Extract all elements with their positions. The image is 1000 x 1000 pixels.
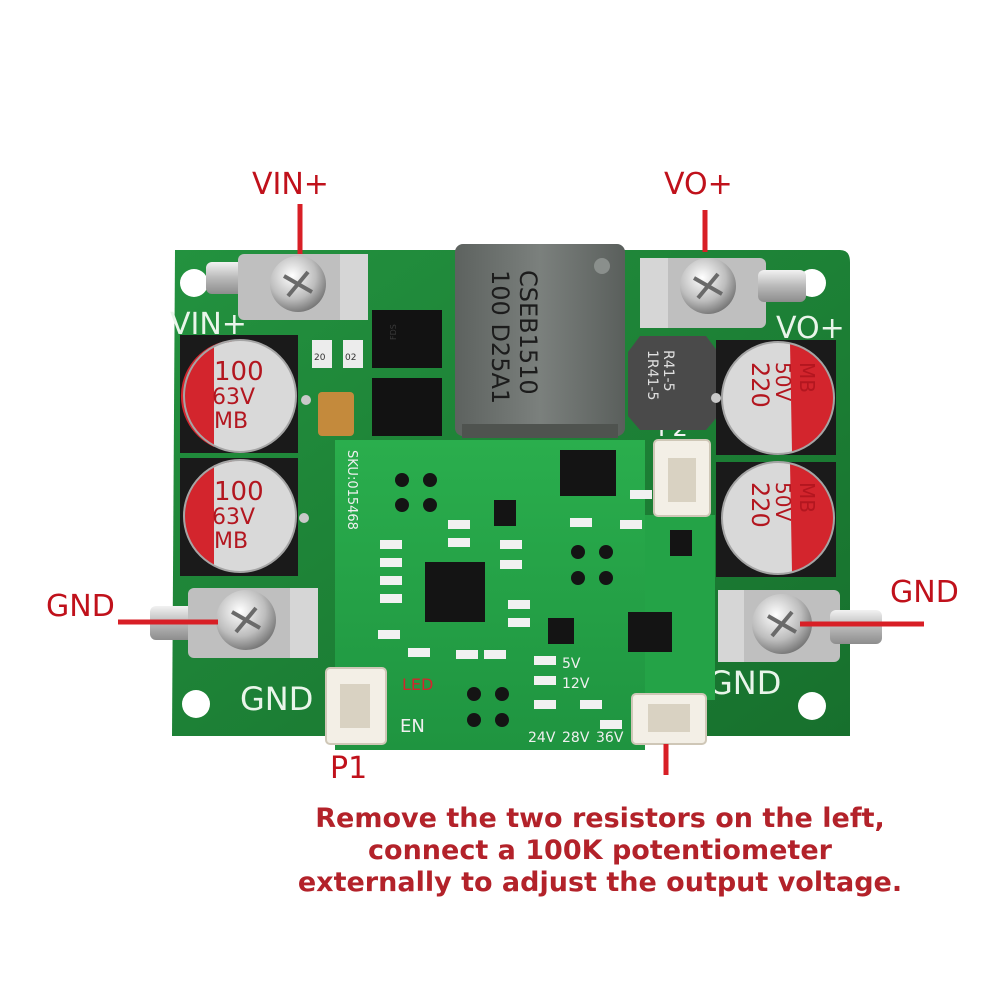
jumper-pads	[395, 473, 613, 727]
svg-text:FDS: FDS	[389, 324, 398, 340]
terminal-vo-plus	[640, 258, 806, 328]
resistor-label: 20	[314, 353, 326, 363]
input-capacitor-bottom: 100 63V MB	[183, 459, 309, 573]
cap-text: MB	[795, 362, 819, 393]
cap-text: MB	[214, 529, 248, 554]
cap-text: 100	[214, 357, 264, 387]
resistor-label: 02	[345, 353, 356, 363]
cap-text: 63V	[212, 505, 255, 530]
resistor	[312, 340, 332, 368]
caption-line-1: Remove the two resistors on the left,	[315, 803, 885, 834]
connector-p1	[325, 667, 387, 745]
cap-text: 50V	[771, 362, 795, 401]
transistor	[670, 530, 692, 556]
transistor	[548, 618, 574, 644]
instruction-caption: Remove the two resistors on the left, co…	[280, 803, 920, 899]
mounting-hole	[180, 269, 208, 297]
cap-text: 100	[214, 477, 264, 507]
cap-text: 220	[746, 362, 774, 408]
power-inductor: CSEB1510 100 D25A1	[455, 244, 625, 438]
label-vo-plus: VO+	[664, 167, 733, 202]
small-inductor-text-1: R41-5	[660, 350, 676, 392]
terminal-gnd-right	[718, 590, 882, 662]
terminal-vin-plus	[206, 254, 368, 320]
silk-en: EN	[400, 716, 425, 737]
cap-text: MB	[795, 482, 819, 513]
fuse	[318, 392, 354, 436]
inductor-text-1: CSEB1510	[514, 270, 542, 395]
label-vin-plus: VIN+	[252, 167, 329, 202]
small-inductor: R41-5 1R41-5	[628, 336, 718, 430]
cap-text: MB	[214, 409, 248, 434]
caption-line-3: externally to adjust the output voltage.	[297, 867, 903, 898]
mosfet-top: FDS	[372, 310, 442, 368]
connector-p2	[653, 439, 711, 517]
silk-28v: 28V	[562, 730, 590, 746]
silk-12v: 12V	[562, 676, 590, 692]
mosfet-bottom	[372, 378, 442, 436]
silk-24v: 24V	[528, 730, 556, 746]
label-gnd-left: GND	[46, 589, 115, 624]
silk-gnd-right: GND	[708, 664, 781, 702]
silk-36v: 36V	[596, 730, 624, 746]
label-p1: P1	[330, 751, 368, 786]
input-capacitor-top: 100 63V MB	[180, 339, 311, 453]
cap-text: 50V	[771, 482, 795, 521]
output-capacitor-bottom: MB 50V 220	[721, 461, 835, 575]
terminal-gnd-left	[150, 588, 318, 658]
silk-sku: SKU:015468	[344, 450, 359, 530]
resistor	[343, 340, 363, 368]
silk-5v: 5V	[562, 656, 581, 672]
cap-text: 220	[746, 482, 774, 528]
mounting-hole	[182, 690, 210, 718]
silk-led: LED	[402, 675, 433, 694]
smd-components	[378, 490, 652, 729]
connector-bottom	[631, 693, 707, 745]
silk-gnd-left: GND	[240, 680, 313, 718]
regulator-ic	[560, 450, 616, 496]
mounting-hole	[798, 692, 826, 720]
callout-lines	[118, 204, 924, 775]
small-inductor-text-2: 1R41-5	[644, 350, 660, 400]
driver-ic	[628, 612, 672, 652]
inductor-text-2: 100 D25A1	[486, 270, 514, 404]
transistor	[494, 500, 516, 526]
label-gnd-right: GND	[890, 575, 959, 610]
controller-ic	[425, 562, 485, 622]
cap-text: 63V	[212, 385, 255, 410]
output-capacitor-top: MB 50V 220	[711, 341, 835, 455]
caption-line-2: connect a 100K potentiometer	[368, 835, 832, 866]
